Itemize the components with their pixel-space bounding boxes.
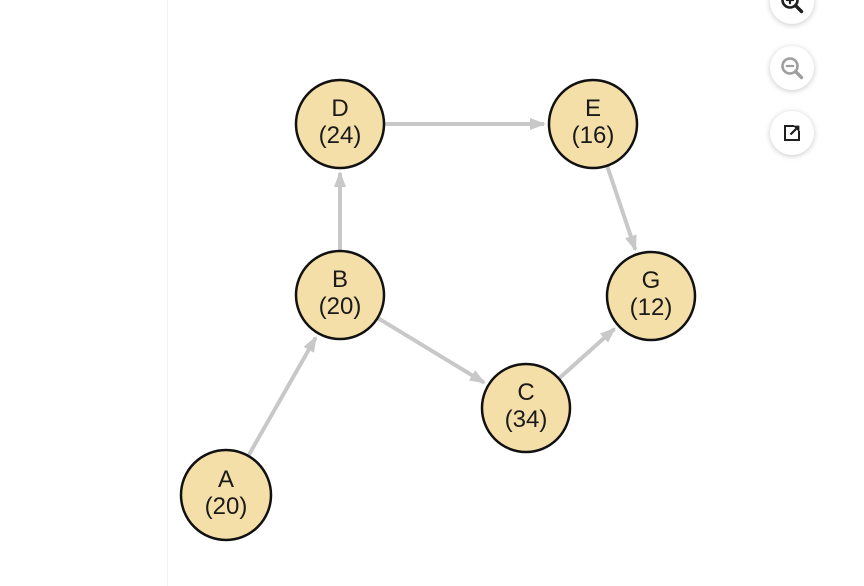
node-circle-B [294, 249, 386, 341]
panel-divider [167, 0, 168, 586]
node-E: E(16) [547, 78, 639, 170]
node-C: C(34) [480, 362, 572, 454]
open-external-button[interactable] [770, 111, 814, 155]
external-link-icon [784, 125, 800, 141]
node-G: G(12) [605, 250, 697, 342]
edge-A-B [247, 335, 318, 456]
node-label-D: D(24) [319, 95, 362, 149]
node-B: B(20) [294, 249, 386, 341]
edge-C-G [558, 327, 616, 380]
edge-B-C [377, 316, 486, 385]
node-label-A: A(20) [205, 466, 248, 520]
magnifier-minus-icon [781, 57, 804, 80]
magnifier-plus-icon [781, 0, 804, 14]
node-circle-D [294, 78, 386, 170]
node-label-G: G(12) [630, 267, 673, 321]
node-circle-A [179, 448, 273, 542]
edge-E-G [605, 165, 638, 252]
node-circle-C [480, 362, 572, 454]
node-circle-E [547, 78, 639, 170]
node-D: D(24) [294, 78, 386, 170]
node-label-C: C(34) [505, 379, 548, 433]
node-circle-G [605, 250, 697, 342]
node-label-E: E(16) [572, 95, 615, 149]
node-label-B: B(20) [319, 266, 362, 320]
zoom-out-button[interactable] [770, 46, 814, 90]
node-A: A(20) [179, 448, 273, 542]
